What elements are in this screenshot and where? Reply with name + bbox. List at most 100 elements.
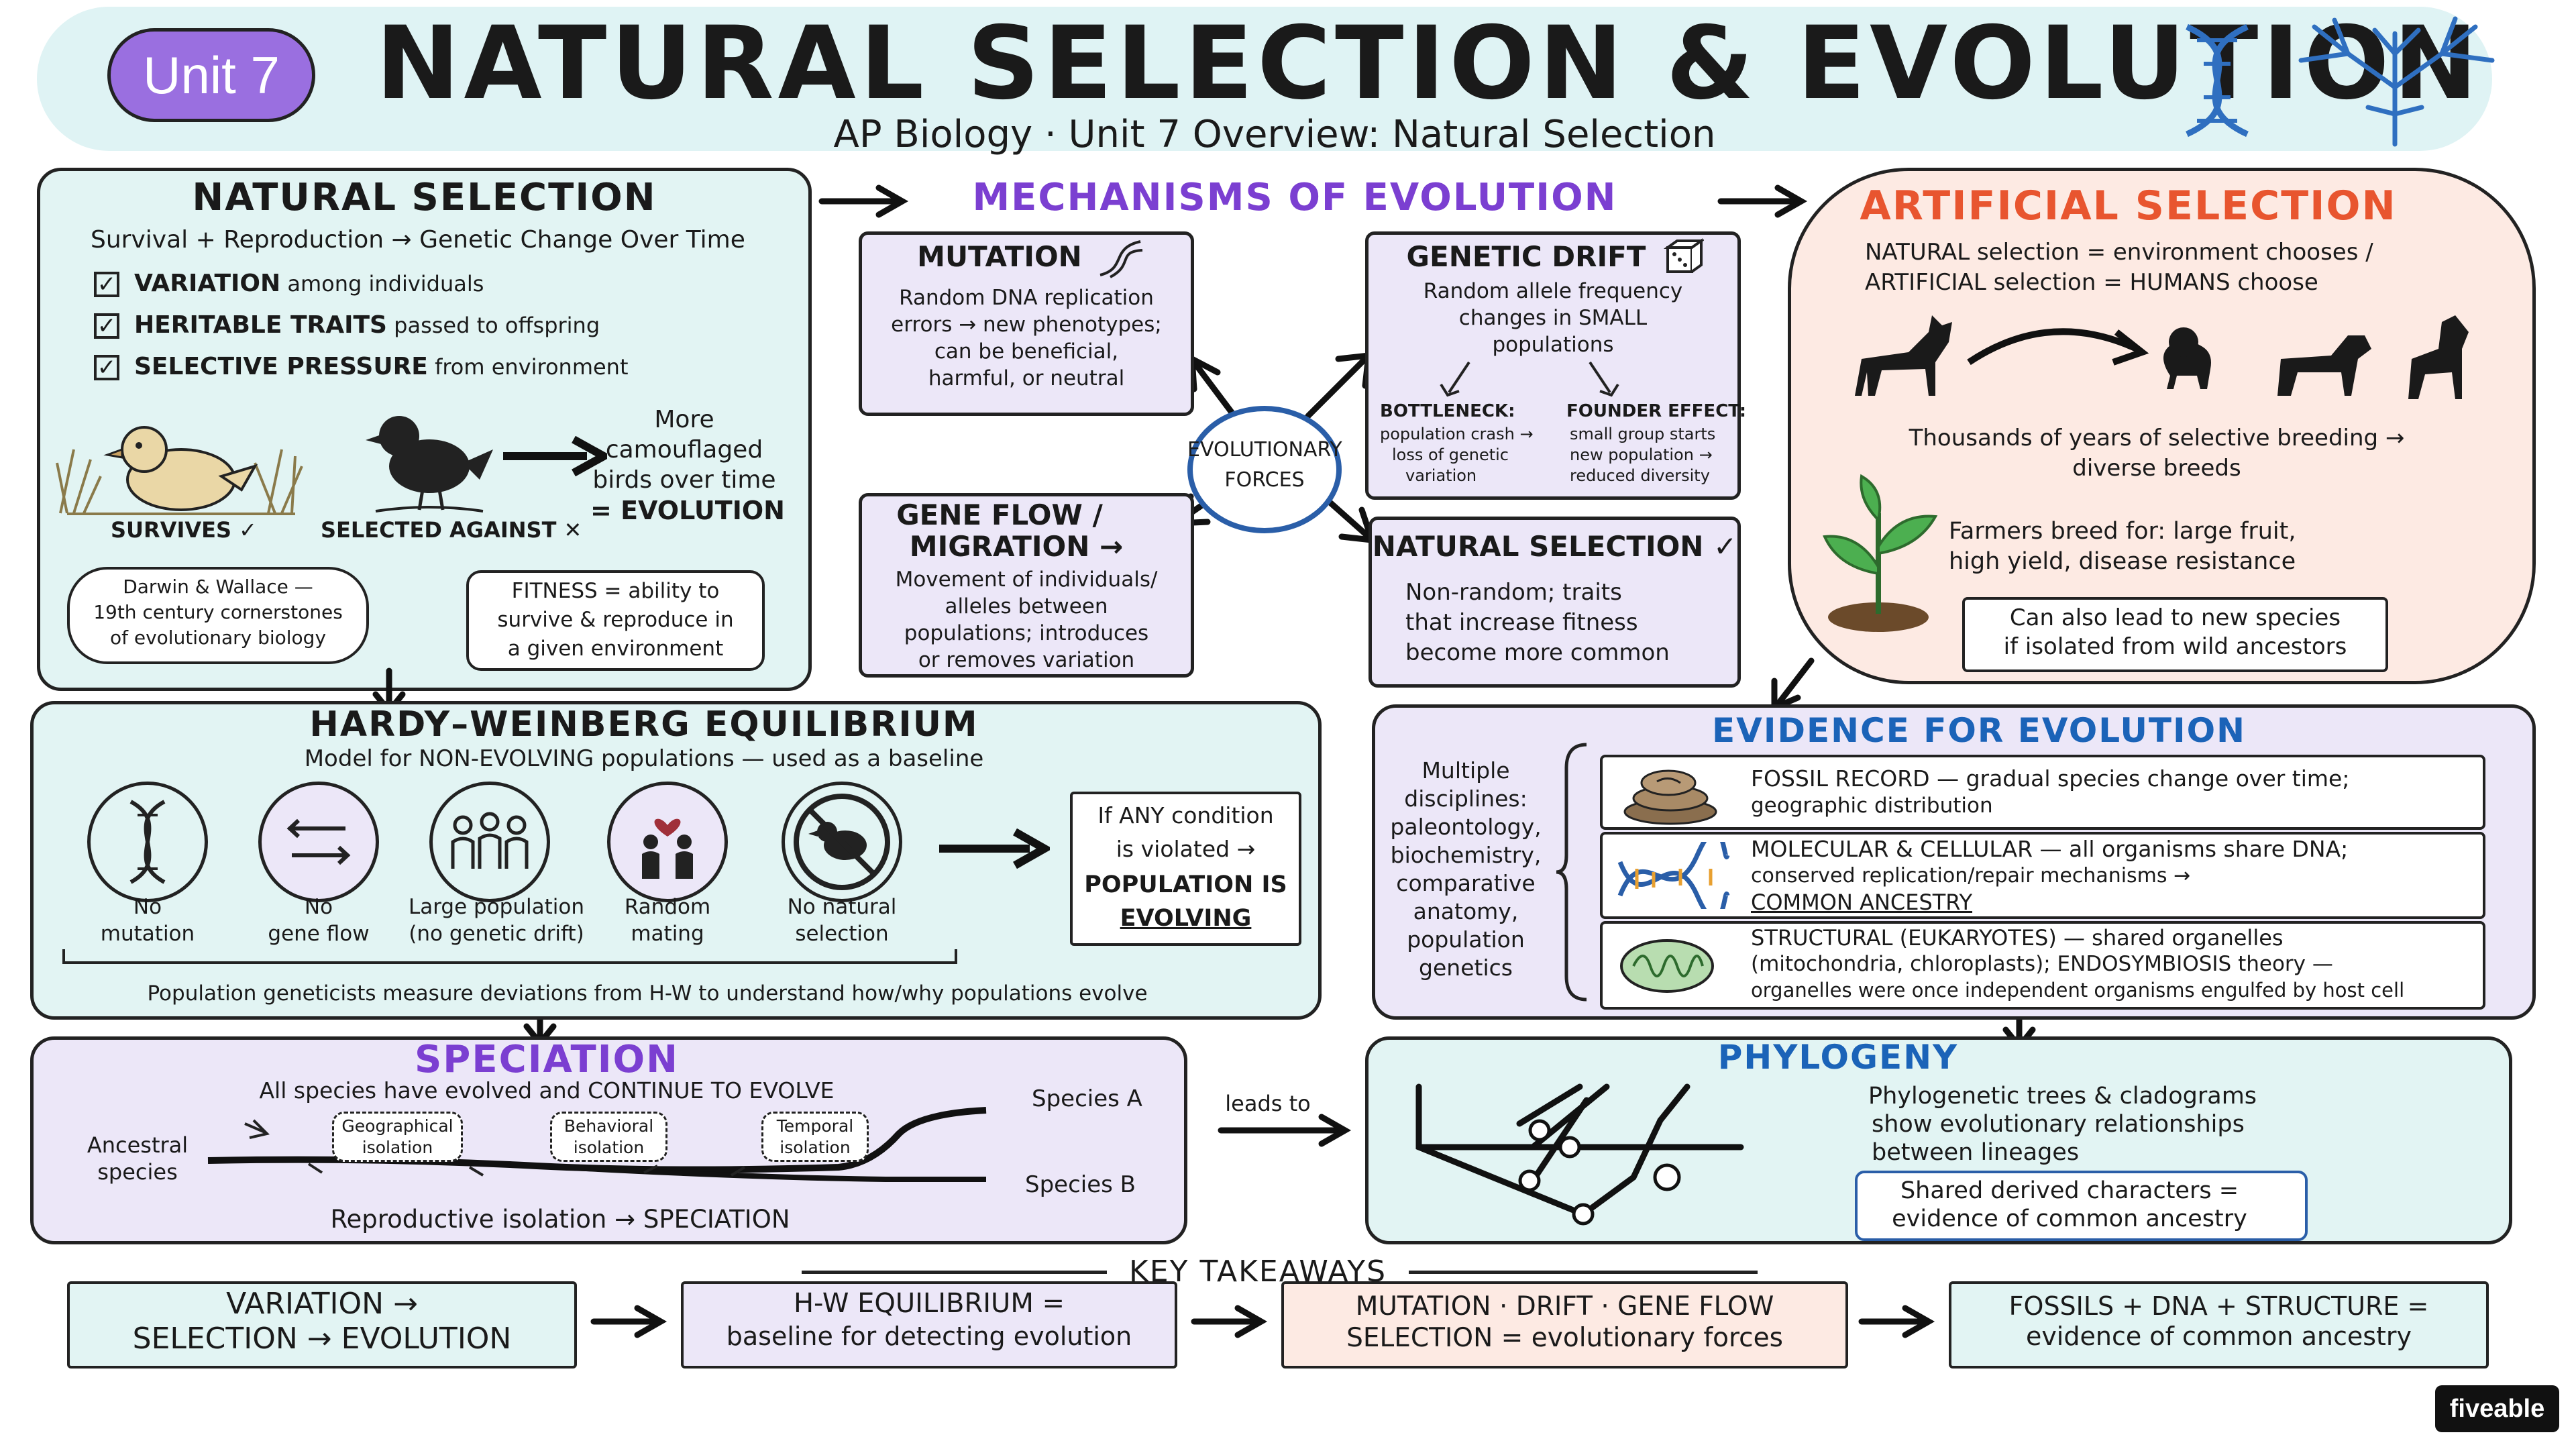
crowd-icon: [451, 812, 529, 869]
dna-icon: [1617, 842, 1730, 909]
speciation-panel: [30, 1036, 1187, 1244]
disciplines-line-8: genetics: [1419, 955, 1513, 981]
dna-icon: [2186, 23, 2249, 138]
gene-flow-title-2: MIGRATION →: [909, 530, 1124, 563]
no-bird-icon: [794, 794, 890, 890]
mutation-line-3: can be beneficial,: [934, 339, 1119, 364]
molecular-line-2: conserved replication/repair mechanisms …: [1751, 864, 2191, 888]
check-item-variation: ✓VARIATION among individuals: [94, 268, 484, 299]
cond-5-line-1: No natural: [787, 895, 897, 919]
ancestral-line-2: species: [97, 1159, 178, 1185]
temporal-isolation-label: [761, 1112, 869, 1162]
takeaway-2-line-1: H-W EQUILIBRIUM =: [793, 1288, 1065, 1319]
unit-badge-label: Unit 7: [143, 45, 280, 105]
mutation-line-2: errors → new phenotypes;: [891, 313, 1162, 337]
condition-no-gene-flow: [258, 782, 379, 902]
artificial-line-2: ARTIFICIAL selection = HUMANS choose: [1865, 269, 2318, 296]
cond-1-line-1: No: [133, 895, 162, 919]
disciplines-line-7: population: [1407, 926, 1525, 953]
geo-isolation-label: [332, 1112, 463, 1162]
speciation-title: SPECIATION: [414, 1038, 680, 1081]
disciplines-line-3: paleontology,: [1390, 814, 1542, 840]
natsel-line-2: that increase fitness: [1405, 609, 1638, 636]
arrow-icon: [503, 436, 607, 476]
unit-badge: Unit 7: [107, 28, 315, 122]
species-b-label: Species B: [1025, 1171, 1136, 1198]
selected-against-label: SELECTED AGAINST ✕: [321, 517, 582, 543]
natural-selection-mech-box: [1368, 517, 1741, 688]
fossil-line-1: FOSSIL RECORD — gradual species change o…: [1751, 765, 2350, 792]
cond-3-line-1: Large population: [408, 895, 585, 919]
survives-label: SURVIVES ✓: [111, 517, 257, 543]
structural-card: [1600, 921, 2485, 1010]
structural-line-1: STRUCTURAL (EUKARYOTES) — shared organel…: [1751, 925, 2284, 951]
takeaway-2-line-2: baseline for detecting evolution: [726, 1322, 1132, 1351]
genetic-drift-title: GENETIC DRIFT: [1406, 240, 1646, 273]
drift-line-2: changes in SMALL: [1458, 306, 1648, 330]
takeaways-divider-left: [802, 1271, 1107, 1274]
hardy-weinberg-subtitle: Model for NON-EVOLVING populations — use…: [304, 745, 984, 772]
gene-flow-box: [859, 493, 1194, 678]
breeds-line-2: diverse breeds: [2072, 455, 2241, 482]
speciation-footer: Reproductive isolation → SPECIATION: [330, 1205, 790, 1234]
fossil-line-2: geographic distribution: [1751, 794, 1993, 818]
founder-line-3: reduced diversity: [1570, 466, 1710, 485]
phylogeny-line-2: show evolutionary relationships: [1872, 1111, 2245, 1138]
molecular-card: [1600, 832, 2485, 919]
new-species-line-1: Can also lead to new species: [2009, 604, 2341, 631]
farmers-line-1: Farmers breed for: large fruit,: [1949, 518, 2296, 545]
mitochondria-icon: [1620, 939, 1714, 993]
takeaway-3-line-2: SELECTION = evolutionary forces: [1346, 1323, 1783, 1353]
structural-line-3: organelles were once independent organis…: [1751, 979, 2405, 1002]
disciplines-line-5: comparative: [1396, 870, 1536, 896]
shared-characters-note: [1855, 1171, 2308, 1241]
takeaways-divider-right: [1409, 1271, 1758, 1274]
gene-flow-line-1: Movement of individuals/: [895, 568, 1158, 592]
breeds-line-1: Thousands of years of selective breeding…: [1909, 425, 2405, 451]
camouflage-line-3: birds over time: [592, 466, 776, 494]
takeaway-4-line-1: FOSSILS + DNA + STRUCTURE =: [2008, 1291, 2429, 1321]
gene-flow-title-1: GENE FLOW /: [896, 498, 1103, 531]
disciplines-line-6: anatomy,: [1413, 898, 1519, 924]
speciation-subtitle: All species have evolved and CONTINUE TO…: [259, 1077, 835, 1104]
gene-flow-line-3: populations; introduces: [904, 621, 1149, 645]
cond-4-line-1: Random: [624, 895, 711, 919]
species-a-label: Species A: [1032, 1085, 1142, 1112]
camouflage-line-4: = EVOLUTION: [590, 496, 785, 525]
natsel-line-3: become more common: [1405, 639, 1670, 666]
condition-random-mating: [607, 782, 728, 902]
evidence-title: EVIDENCE FOR EVOLUTION: [1711, 711, 2246, 750]
cond-4-line-2: mating: [631, 922, 704, 946]
behavioral-isolation-label: [550, 1112, 667, 1162]
founder-line-1: small group starts: [1570, 425, 1716, 443]
phylogeny-line-3: between lineages: [1872, 1139, 2080, 1166]
violated-line-3: POPULATION IS: [1084, 871, 1287, 898]
geo-line-1: Geographical: [341, 1116, 453, 1136]
drift-line-1: Random allele frequency: [1423, 279, 1683, 303]
takeaway-card-1: [67, 1281, 577, 1368]
dice-icon: [1664, 238, 1704, 273]
takeaway-card-4: [1949, 1281, 2489, 1368]
beh-line-1: Behavioral: [564, 1116, 654, 1136]
genetic-drift-box: [1365, 231, 1741, 500]
darwin-line-3: of evolutionary biology: [109, 627, 327, 649]
drift-line-3: populations: [1492, 333, 1614, 357]
leads-to-label: leads to: [1225, 1091, 1311, 1116]
phylogeny-title: PHYLOGENY: [1717, 1038, 1959, 1077]
phylogeny-line-1: Phylogenetic trees & cladograms: [1868, 1083, 2257, 1110]
mutation-line-4: harmful, or neutral: [928, 366, 1125, 390]
takeaway-1-line-1: VARIATION →: [226, 1287, 418, 1321]
takeaway-card-2: [681, 1281, 1177, 1368]
mutation-line-1: Random DNA replication: [899, 286, 1154, 310]
cladogram-icon: [1415, 1083, 1744, 1226]
ancestral-line-1: Ancestral: [87, 1132, 189, 1158]
checkbox-icon: ✓: [94, 313, 119, 339]
bottleneck-title: BOTTLENECK:: [1380, 401, 1515, 421]
fitness-line-1: FITNESS = ability to: [511, 579, 720, 603]
checkbox-icon: ✓: [94, 355, 119, 380]
arrow-icon: [939, 828, 1050, 869]
camouflage-line-1: More: [654, 406, 714, 433]
farmers-line-2: high yield, disease resistance: [1949, 548, 2296, 575]
takeaway-4-line-2: evidence of common ancestry: [2025, 1322, 2412, 1351]
violated-note: [1070, 792, 1301, 946]
